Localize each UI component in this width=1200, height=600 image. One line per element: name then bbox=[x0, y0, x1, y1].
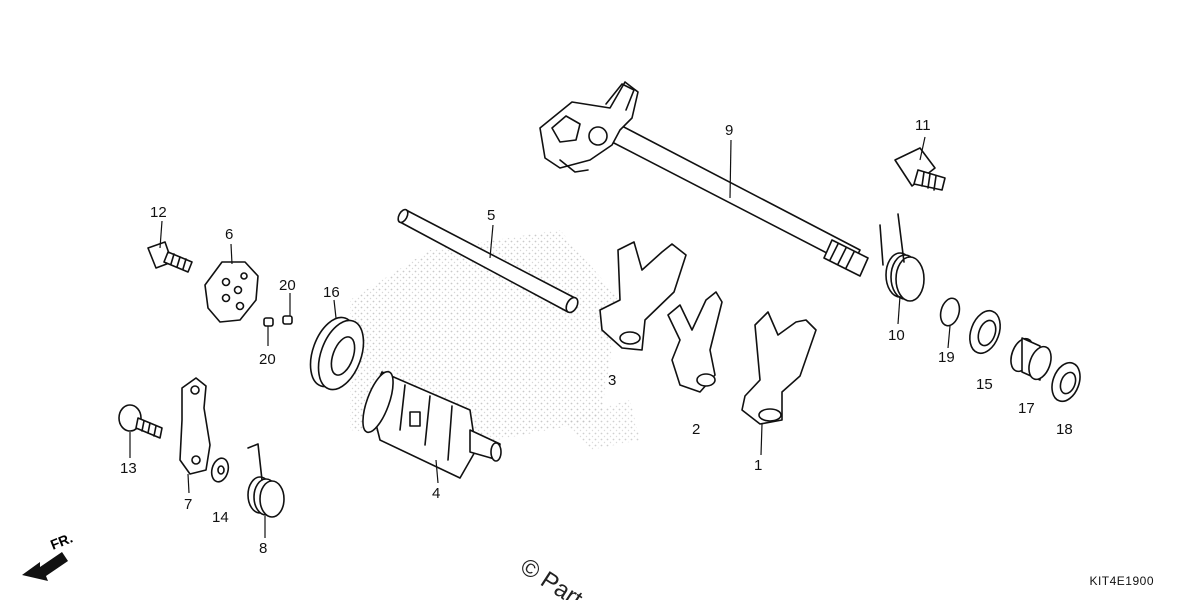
callout-17: 17 bbox=[1018, 400, 1035, 417]
bolt-13-part bbox=[118, 404, 163, 439]
front-direction-arrow-icon bbox=[22, 552, 68, 581]
callout-20-lower: 20 bbox=[259, 351, 276, 368]
callout-18: 18 bbox=[1056, 421, 1073, 438]
shift-fork-1-part bbox=[741, 311, 817, 425]
washer-15-part bbox=[969, 309, 1001, 355]
callout-1: 1 bbox=[754, 457, 763, 474]
callout-3: 3 bbox=[608, 372, 617, 389]
needle-bearing-17-part bbox=[1010, 337, 1052, 381]
shift-spindle-part bbox=[539, 81, 869, 277]
return-spring-part bbox=[879, 213, 925, 302]
shift-fork-3-part bbox=[599, 241, 687, 351]
callout-2: 2 bbox=[692, 421, 701, 438]
dowel-pin-parts bbox=[263, 315, 293, 327]
bolt-12-part bbox=[147, 241, 193, 273]
callout-13: 13 bbox=[120, 460, 137, 477]
callout-15: 15 bbox=[976, 376, 993, 393]
callout-9: 9 bbox=[725, 122, 734, 139]
diagram-code: KIT4E1900 bbox=[1089, 574, 1154, 588]
callout-20-upper: 20 bbox=[279, 277, 296, 294]
shift-drum-center-plate-part bbox=[204, 261, 259, 323]
oil-seal-18-part bbox=[1051, 361, 1081, 403]
leader-lines bbox=[129, 136, 951, 538]
shift-drum-part bbox=[362, 370, 502, 479]
callout-6: 6 bbox=[225, 226, 234, 243]
shift-fork-2-part bbox=[667, 291, 723, 393]
callout-16: 16 bbox=[323, 284, 340, 301]
callout-19: 19 bbox=[938, 349, 955, 366]
circlip-19-part bbox=[939, 297, 961, 327]
callout-4: 4 bbox=[432, 485, 441, 502]
callout-5: 5 bbox=[487, 207, 496, 224]
washer-14-part bbox=[210, 457, 230, 483]
stopper-spring-part bbox=[247, 443, 285, 518]
stopper-arm-part bbox=[179, 377, 211, 475]
callout-11: 11 bbox=[915, 117, 931, 134]
callout-8: 8 bbox=[259, 540, 268, 557]
callout-12: 12 bbox=[150, 204, 167, 221]
guide-shaft-part bbox=[397, 208, 579, 314]
callout-14: 14 bbox=[212, 509, 229, 526]
callout-10: 10 bbox=[888, 327, 905, 344]
neutral-switch-bolt-part bbox=[894, 147, 946, 191]
callout-7: 7 bbox=[184, 496, 193, 513]
bearing-16-part bbox=[309, 316, 365, 391]
